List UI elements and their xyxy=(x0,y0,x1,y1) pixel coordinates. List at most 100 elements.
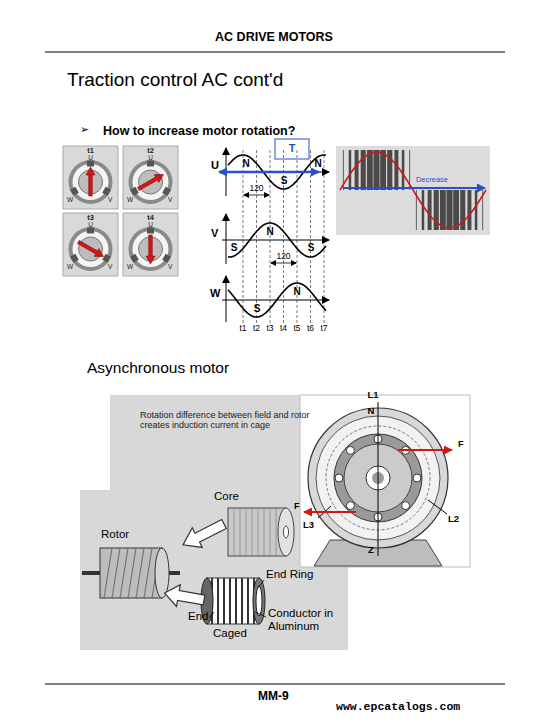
three-phase-waveforms xyxy=(219,139,329,323)
pwm-pulse xyxy=(349,150,352,190)
pole-label: N xyxy=(293,286,300,298)
rotor-core xyxy=(234,508,276,556)
time-label: t2 xyxy=(253,324,260,334)
rotor-core xyxy=(252,508,253,556)
part-name: End Ring xyxy=(266,568,313,581)
rotor-core xyxy=(278,508,294,556)
phase-shift-arrow xyxy=(244,195,269,196)
assembled-rotor xyxy=(104,548,112,598)
squirrel-cage xyxy=(241,578,243,624)
phase-label: W xyxy=(67,263,73,270)
phase-shift-label: 120 xyxy=(276,252,290,262)
assembled-rotor xyxy=(128,548,136,598)
time-label: t4 xyxy=(280,324,287,334)
pwm-pulse xyxy=(355,150,359,190)
rotor-position-sequence xyxy=(63,146,178,276)
pwm-pulse xyxy=(367,150,373,190)
rotor-position-sequence xyxy=(146,235,155,264)
force-label: F xyxy=(458,439,464,449)
axis xyxy=(226,214,227,264)
pwm-pulse xyxy=(428,190,432,230)
pole-label: S xyxy=(308,242,315,254)
phase-label: V xyxy=(168,263,172,270)
leader-line xyxy=(255,612,266,617)
pole-label: N xyxy=(368,406,375,417)
pwm-pulse xyxy=(380,150,386,190)
part-name: Rotor xyxy=(101,528,129,541)
rotor-position-sequence xyxy=(63,213,118,276)
phase-label: U xyxy=(148,221,153,228)
time-label: t3 xyxy=(266,324,273,334)
pole-label: S xyxy=(254,303,261,315)
phase-label: V xyxy=(211,227,218,240)
pwm-pulse xyxy=(475,190,478,230)
header-rule xyxy=(45,684,505,685)
squirrel-cage xyxy=(235,578,237,624)
rotor-bar xyxy=(413,474,421,482)
pole-label: N xyxy=(266,226,273,238)
decrease-arrow xyxy=(343,187,485,189)
squirrel-cage xyxy=(247,578,249,624)
section-heading: Traction control AC cont'd xyxy=(67,69,283,91)
squirrel-cage xyxy=(207,578,259,624)
leader-line xyxy=(209,580,266,618)
axis xyxy=(226,276,227,322)
leader-line xyxy=(209,612,214,618)
question-text: How to increase motor rotation? xyxy=(103,124,295,138)
period-arrow xyxy=(219,171,319,173)
assembled-rotor xyxy=(112,548,120,598)
rotor-core xyxy=(228,508,286,556)
time-label: t5 xyxy=(293,324,300,334)
phase-label: W xyxy=(210,287,220,300)
rotor-position-sequence xyxy=(63,146,118,209)
rotor-position-sequence xyxy=(123,213,178,276)
leader-line xyxy=(258,580,264,588)
squirrel-cage xyxy=(229,578,231,624)
rotor-position-sequence xyxy=(123,146,178,209)
period-box xyxy=(275,139,309,159)
phase-label: V xyxy=(168,196,172,203)
rotor-core xyxy=(234,508,235,556)
part-name: Caged xyxy=(213,627,247,640)
note-text: Rotation difference between field and ro… xyxy=(140,410,332,431)
assembled-rotor xyxy=(155,548,169,598)
rotor-core xyxy=(246,508,247,556)
assembled-rotor xyxy=(82,548,180,598)
rotor-core xyxy=(258,508,259,556)
assembled-rotor xyxy=(104,548,160,598)
pwm-pulse xyxy=(394,150,398,190)
rotor-position-sequence xyxy=(76,238,106,260)
assembly-arrow xyxy=(178,514,229,554)
rotor-bar xyxy=(335,474,343,482)
line-label: L3 xyxy=(303,520,314,531)
phase-shift-arrow xyxy=(271,263,296,264)
phase-label: U xyxy=(211,159,219,172)
phase-shift-label: 120 xyxy=(249,184,263,194)
phase-label: W xyxy=(127,263,133,270)
phase-label: U xyxy=(88,221,93,228)
page-header: AC DRIVE MOTORS xyxy=(215,30,333,44)
rotor-bar xyxy=(402,502,410,510)
induction-motor-section xyxy=(378,402,379,556)
assembled-rotor xyxy=(136,548,144,598)
assembly-arrow xyxy=(163,582,206,611)
bullet: ➢ xyxy=(80,124,89,137)
background-panel xyxy=(110,395,300,491)
rotor-position-sequence xyxy=(63,213,118,276)
squirrel-cage xyxy=(256,586,262,616)
section-heading: Asynchronous motor xyxy=(87,359,229,377)
rotor-core xyxy=(284,526,289,538)
part-name: Core xyxy=(214,490,239,503)
phase-label: V xyxy=(108,196,112,203)
phase-label: U xyxy=(148,154,153,161)
induction-motor-section xyxy=(300,395,470,567)
pwm-pulse xyxy=(373,150,379,190)
time-gridline xyxy=(297,150,298,323)
rotor-bar xyxy=(346,446,354,454)
phase-wave xyxy=(228,283,326,317)
part-name: End xyxy=(188,610,208,623)
rotor-core xyxy=(264,508,265,556)
phase-label: W xyxy=(127,196,133,203)
time-gridline xyxy=(243,150,324,323)
